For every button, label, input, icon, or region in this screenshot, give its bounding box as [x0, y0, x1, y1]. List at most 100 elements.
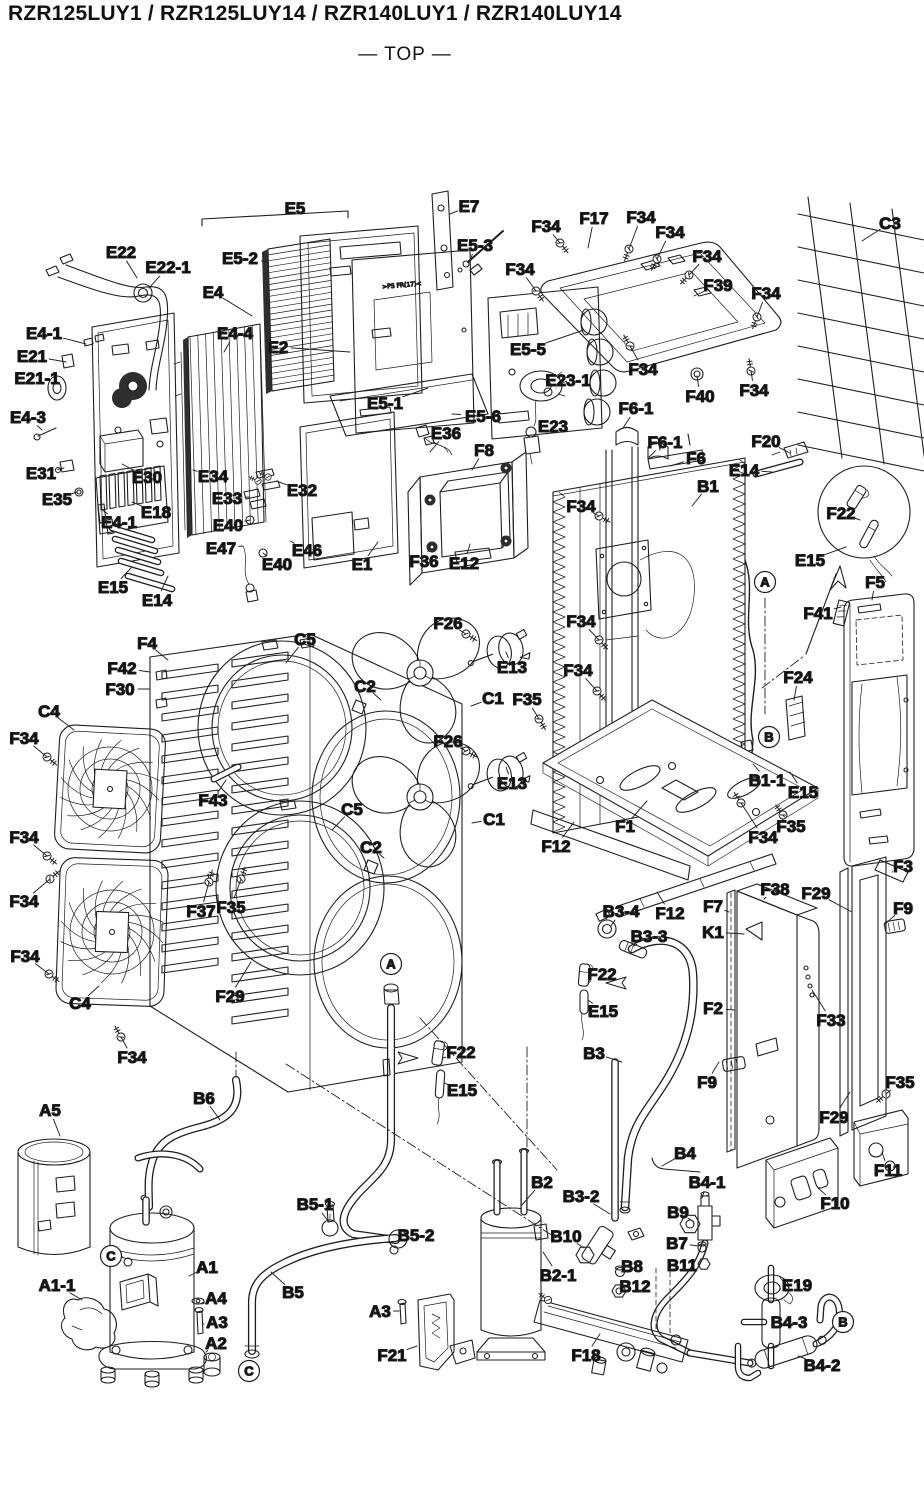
part-label-b9: B9: [667, 1203, 689, 1222]
leader-line: [205, 1350, 209, 1353]
part-label-e22: E22: [106, 243, 136, 262]
leader-line: [429, 441, 440, 453]
part-label-e40: E40: [262, 555, 292, 574]
leader-line: [871, 590, 874, 601]
leader-line: [244, 519, 251, 522]
part-label-f34: F34: [566, 497, 596, 516]
leader-line: [881, 1151, 886, 1162]
leader-line: [661, 1158, 675, 1167]
wire-net-c3: [797, 196, 924, 472]
leader-line: [576, 1243, 585, 1249]
leader-line: [752, 763, 760, 772]
part-label-f34: F34: [751, 284, 781, 303]
part-label-f9: F9: [893, 899, 913, 918]
leader-line: [593, 1203, 611, 1215]
part-label-f26: F26: [433, 614, 462, 633]
leader-line: [689, 1244, 699, 1247]
right-side-parts-f5: [771, 441, 915, 867]
part-label-f34: F34: [628, 360, 658, 379]
part-label-e15: E15: [795, 551, 825, 570]
part-label-e18: E18: [141, 503, 171, 522]
leader-line: [701, 1190, 705, 1199]
part-label-e4-1: E4-1: [101, 513, 137, 532]
part-label-b4: B4: [674, 1144, 696, 1163]
base-pan-f1: [530, 699, 819, 917]
rear-panels: [721, 856, 909, 1229]
section-marker-letter: B: [764, 730, 773, 745]
section-marker-c: [237, 1359, 261, 1383]
valve-b10-group: [575, 1225, 627, 1298]
part-label-f34: F34: [531, 217, 561, 236]
part-label-f35: F35: [512, 690, 541, 709]
part-label-f9: F9: [697, 1073, 717, 1092]
part-label-f34: F34: [655, 223, 685, 242]
screw-icon: [553, 236, 572, 256]
leader-line: [471, 458, 480, 471]
part-label-b5: B5: [282, 1283, 304, 1302]
part-label-b5-1: B5-1: [297, 1195, 334, 1214]
leader-line: [148, 275, 161, 289]
leader-line: [57, 717, 75, 731]
part-label-f34: F34: [748, 828, 778, 847]
part-label-c5: C5: [341, 800, 363, 819]
top-panel-f17: [540, 241, 782, 381]
part-label-e13: E13: [497, 658, 527, 677]
leader-line: [372, 692, 382, 701]
part-label-f40: F40: [685, 387, 714, 406]
leader-line: [120, 1036, 128, 1049]
part-label-e12: E12: [449, 554, 479, 573]
propeller-fan-bottom: [344, 736, 531, 878]
leader-line: [724, 909, 730, 913]
bracket-f21: [417, 1293, 476, 1371]
leader-line: [693, 290, 705, 297]
leader-line: [782, 814, 785, 818]
part-label-e14: E14: [142, 591, 173, 610]
leader-line: [131, 501, 143, 507]
part-label-e15: E15: [447, 1081, 477, 1100]
part-label-e33: E33: [212, 489, 242, 508]
leader-line: [285, 646, 299, 664]
leader-line: [290, 347, 351, 353]
propeller-fan-top: [344, 612, 531, 754]
leader-line: [121, 463, 135, 471]
part-label-e34: E34: [198, 467, 229, 486]
leader-line: [883, 914, 896, 926]
leader-line: [451, 413, 461, 415]
leader-line: [321, 1212, 330, 1223]
part-label-b11: B11: [667, 1256, 697, 1275]
part-label-f4: F4: [137, 634, 157, 653]
part-label-f29: F29: [819, 1108, 848, 1127]
part-label-e5-3: E5-3: [457, 236, 493, 255]
leader-line: [750, 370, 753, 381]
leader-line: [331, 816, 345, 831]
leader-line: [756, 301, 763, 318]
part-label-c2: C2: [360, 838, 382, 857]
part-label-f34: F34: [10, 947, 40, 966]
leader-line: [545, 329, 585, 344]
leader-line: [763, 896, 767, 900]
part-label-e13: E13: [497, 774, 527, 793]
leader-line: [406, 1345, 418, 1351]
part-label-f22: F22: [446, 1043, 475, 1062]
leader-line: [885, 1089, 891, 1095]
screw-icon: [203, 868, 217, 888]
leader-line: [470, 701, 482, 707]
part-label-b4-2: B4-2: [804, 1356, 841, 1375]
leader-line: [520, 1189, 536, 1207]
section-marker-letter: B: [838, 1315, 847, 1330]
leader-line: [275, 480, 288, 486]
part-label-f1: F1: [615, 817, 635, 836]
part-label-b4-1: B4-1: [689, 1173, 726, 1192]
part-label-c3: C3: [879, 214, 901, 233]
leader-line: [622, 416, 631, 429]
part-label-e23: E23: [538, 417, 568, 436]
part-label-b5-2: B5-2: [398, 1226, 435, 1245]
part-label-e46: E46: [292, 541, 322, 560]
section-marker-a: [753, 570, 777, 594]
part-label-e15: E15: [588, 1002, 618, 1021]
part-label-a1: A1: [196, 1258, 218, 1277]
leader-line: [379, 853, 385, 859]
part-label-a2: A2: [205, 1334, 227, 1353]
part-label-b2-1: B2-1: [540, 1266, 577, 1285]
leader-line: [33, 844, 48, 857]
